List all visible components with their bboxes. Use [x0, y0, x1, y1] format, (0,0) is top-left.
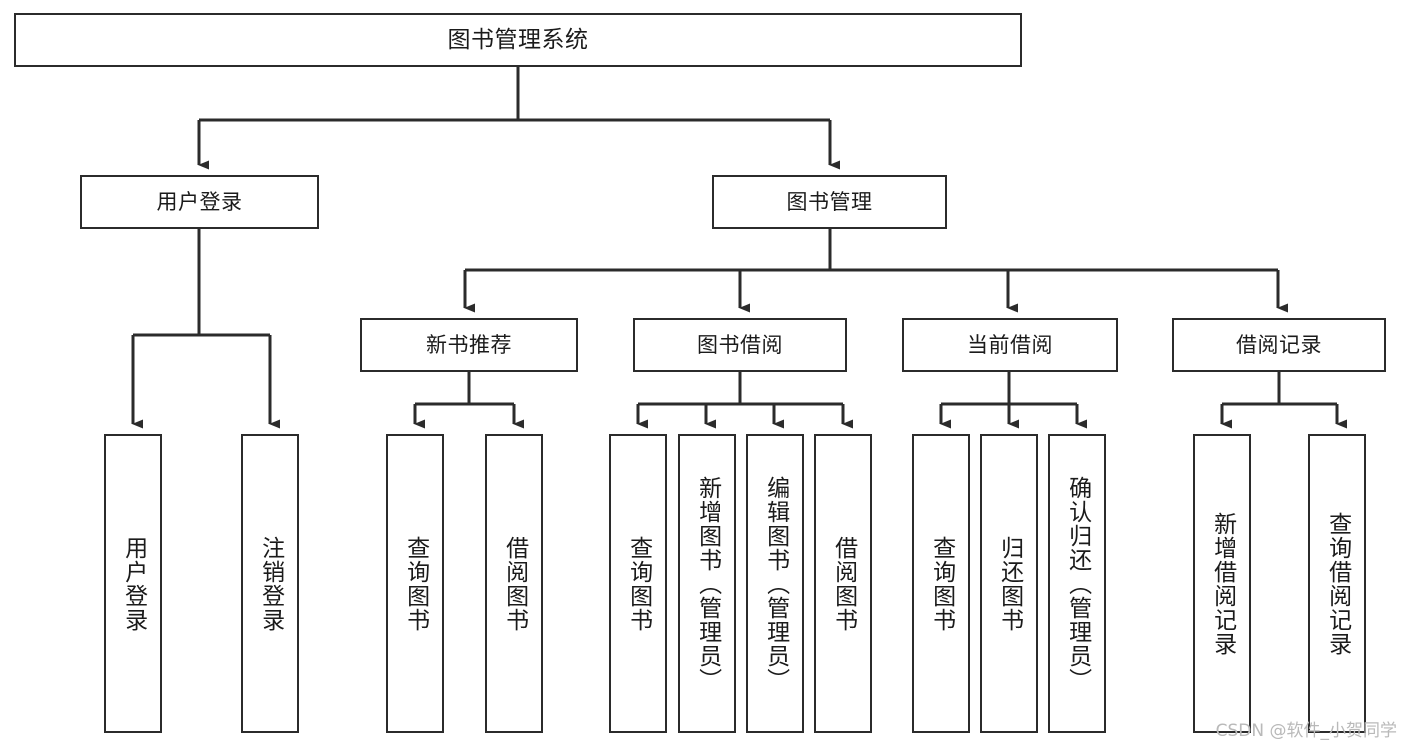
node-user-login[interactable]: 用户登录 — [80, 175, 319, 229]
leaf-current-return-book[interactable]: 归还图书 — [980, 434, 1038, 733]
leaf-recommend-borrow-book[interactable]: 借阅图书 — [485, 434, 543, 733]
node-label: 图书管理系统 — [447, 26, 589, 53]
leaf-user-login-login[interactable]: 用户登录 — [104, 434, 162, 733]
node-label: 用户登录 — [156, 189, 243, 214]
node-label: 借阅记录 — [1236, 332, 1322, 357]
node-label: 图书借阅 — [697, 332, 783, 357]
watermark: CSDN @软件_小贺同学 — [1215, 721, 1397, 741]
node-label: 新书推荐 — [426, 332, 512, 357]
node-label: 查询图书 — [402, 535, 429, 632]
node-label: 注销登录 — [257, 535, 284, 632]
node-label: 编辑图书（管理员） — [762, 475, 789, 692]
node-label: 归还图书 — [996, 535, 1023, 632]
node-label: 查询图书 — [625, 535, 652, 632]
leaf-borrow-borrow-book[interactable]: 借阅图书 — [814, 434, 872, 733]
leaf-borrow-edit-book-admin[interactable]: 编辑图书（管理员） — [746, 434, 804, 733]
node-label: 借阅图书 — [501, 535, 528, 632]
leaf-record-add-record[interactable]: 新增借阅记录 — [1193, 434, 1251, 733]
node-book-borrowing[interactable]: 图书借阅 — [633, 318, 847, 372]
leaf-record-query-record[interactable]: 查询借阅记录 — [1308, 434, 1366, 733]
node-borrow-record[interactable]: 借阅记录 — [1172, 318, 1386, 372]
leaf-current-query-book[interactable]: 查询图书 — [912, 434, 970, 733]
node-label: 借阅图书 — [830, 535, 857, 632]
node-label: 查询图书 — [928, 535, 955, 632]
node-label: 确认归还（管理员） — [1064, 475, 1091, 692]
node-label: 新增图书（管理员） — [694, 475, 721, 692]
node-book-management[interactable]: 图书管理 — [712, 175, 947, 229]
leaf-recommend-query-book[interactable]: 查询图书 — [386, 434, 444, 733]
node-label: 查询借阅记录 — [1324, 511, 1351, 656]
leaf-borrow-add-book-admin[interactable]: 新增图书（管理员） — [678, 434, 736, 733]
node-label: 当前借阅 — [967, 332, 1053, 357]
leaf-user-login-logout[interactable]: 注销登录 — [241, 434, 299, 733]
node-label: 新增借阅记录 — [1209, 511, 1236, 656]
leaf-current-confirm-return-admin[interactable]: 确认归还（管理员） — [1048, 434, 1106, 733]
node-new-book-recommendation[interactable]: 新书推荐 — [360, 318, 578, 372]
node-label: 图书管理 — [786, 189, 873, 214]
node-current-borrowing[interactable]: 当前借阅 — [902, 318, 1118, 372]
leaf-borrow-query-book[interactable]: 查询图书 — [609, 434, 667, 733]
node-label: 用户登录 — [120, 535, 147, 632]
node-root-system[interactable]: 图书管理系统 — [14, 13, 1022, 67]
